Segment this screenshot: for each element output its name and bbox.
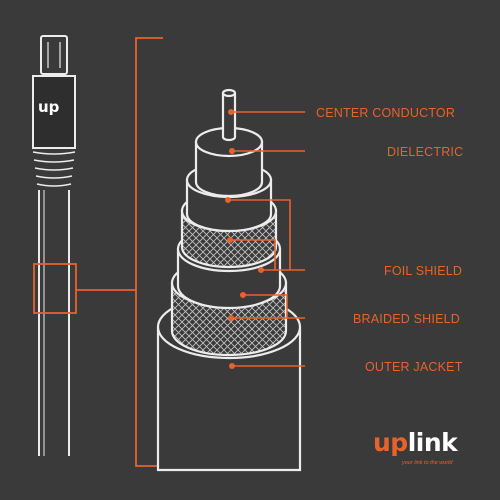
cable-connector-icon [32,35,76,456]
center-conductor [221,88,237,142]
callout-leaders [225,109,305,369]
label-foil-shield: FOIL SHIELD [384,264,463,278]
connector-logo: up [38,98,60,116]
label-braided-shield: BRAIDED SHIELD [353,312,460,326]
coax-cross-section [156,88,302,472]
dielectric-layer [194,126,264,198]
label-dielectric: DIELECTRIC [387,145,464,159]
brand-logo: uplink [373,428,458,457]
label-outer-jacket: OUTER JACKET [365,360,463,374]
brand-tagline: your link to the world [402,460,453,466]
brand-name-link: link [407,428,458,457]
brand-name-up: up [373,428,408,457]
zoom-bracket [135,37,163,467]
zoom-highlight-box [33,263,136,314]
label-center-conductor: CENTER CONDUCTOR [316,106,456,120]
